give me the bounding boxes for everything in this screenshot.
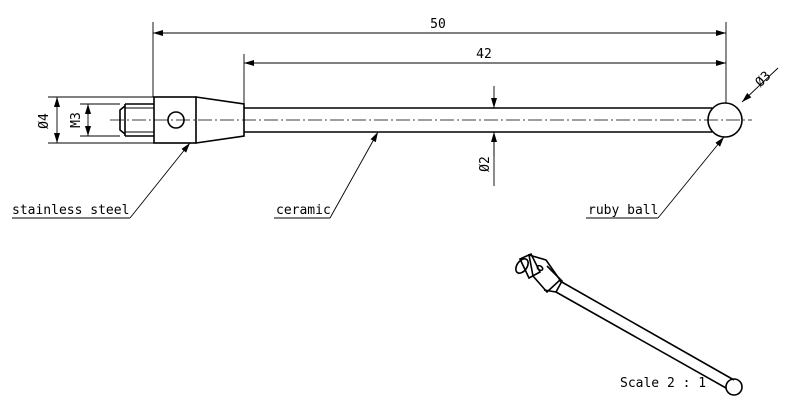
leader-stainless-steel: stainless steel bbox=[12, 142, 191, 219]
leader-ruby-ball: ruby ball bbox=[586, 136, 725, 219]
dimension-overall-text: 50 bbox=[430, 17, 446, 32]
leader-ceramic: ceramic bbox=[274, 131, 379, 219]
dimension-ball-text: Ø3 bbox=[753, 69, 775, 91]
dimension-body: Ø4 bbox=[37, 96, 154, 144]
scale-note: Scale 2 : 1 bbox=[620, 376, 706, 391]
dimension-stem-diameter-text: Ø2 bbox=[478, 156, 493, 172]
dimension-stem: 42 bbox=[243, 47, 726, 104]
steel-body bbox=[153, 96, 245, 144]
dimension-thread: M3 bbox=[69, 103, 120, 137]
label-stainless-steel: stainless steel bbox=[12, 203, 129, 218]
thread-section bbox=[119, 103, 154, 137]
dimension-stem-diameter: Ø2 bbox=[478, 86, 497, 186]
isometric-view bbox=[515, 252, 743, 396]
ceramic-stem bbox=[244, 107, 712, 133]
dimension-overall: 50 bbox=[152, 17, 727, 103]
dimension-ball: Ø3 bbox=[741, 67, 779, 103]
dimension-stem-text: 42 bbox=[476, 47, 492, 62]
ruby-ball bbox=[707, 102, 743, 138]
label-ruby-ball: ruby ball bbox=[588, 203, 658, 218]
dimension-thread-text: M3 bbox=[69, 112, 84, 128]
label-ceramic: ceramic bbox=[276, 203, 331, 218]
dimension-body-text: Ø4 bbox=[37, 113, 52, 129]
